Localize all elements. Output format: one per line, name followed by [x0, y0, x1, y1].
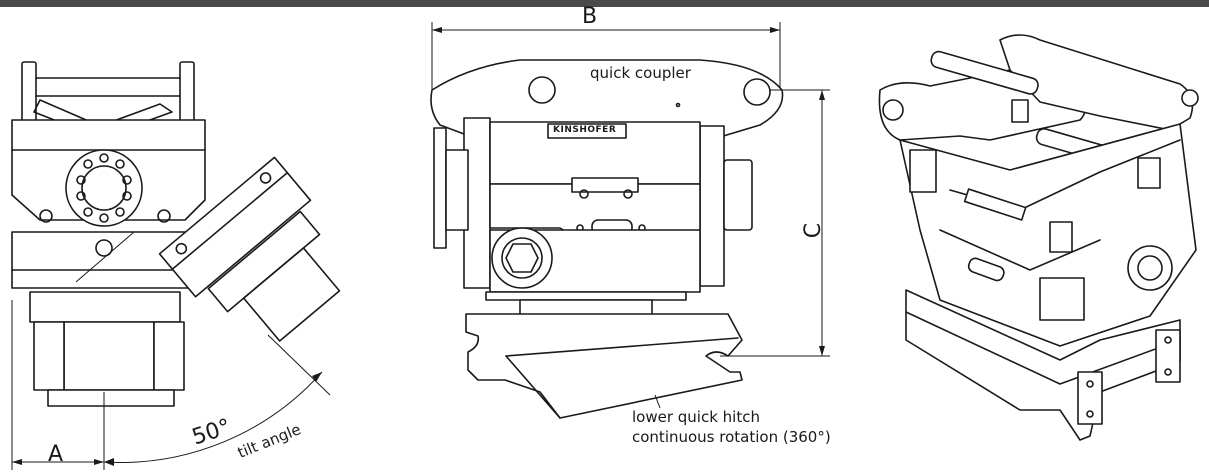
dimension-b-label: B	[582, 4, 598, 29]
brand-plate	[547, 123, 627, 139]
front-tilt-view	[11, 61, 341, 470]
continuous-rotation-label: continuous rotation (360°)	[632, 428, 831, 446]
lower-quick-hitch-label: lower quick hitch	[632, 408, 760, 426]
header-bar	[0, 0, 1209, 7]
dimension-c-label: C	[801, 222, 827, 239]
isometric-view	[878, 34, 1199, 441]
side-view	[430, 22, 830, 419]
brand-logo: KINSHOFER	[553, 125, 617, 135]
gear-bolts	[76, 153, 132, 223]
tilted-body-outline	[158, 156, 341, 342]
dimension-a-label: A	[48, 442, 64, 467]
quick-coupler-label: quick coupler	[590, 64, 691, 82]
